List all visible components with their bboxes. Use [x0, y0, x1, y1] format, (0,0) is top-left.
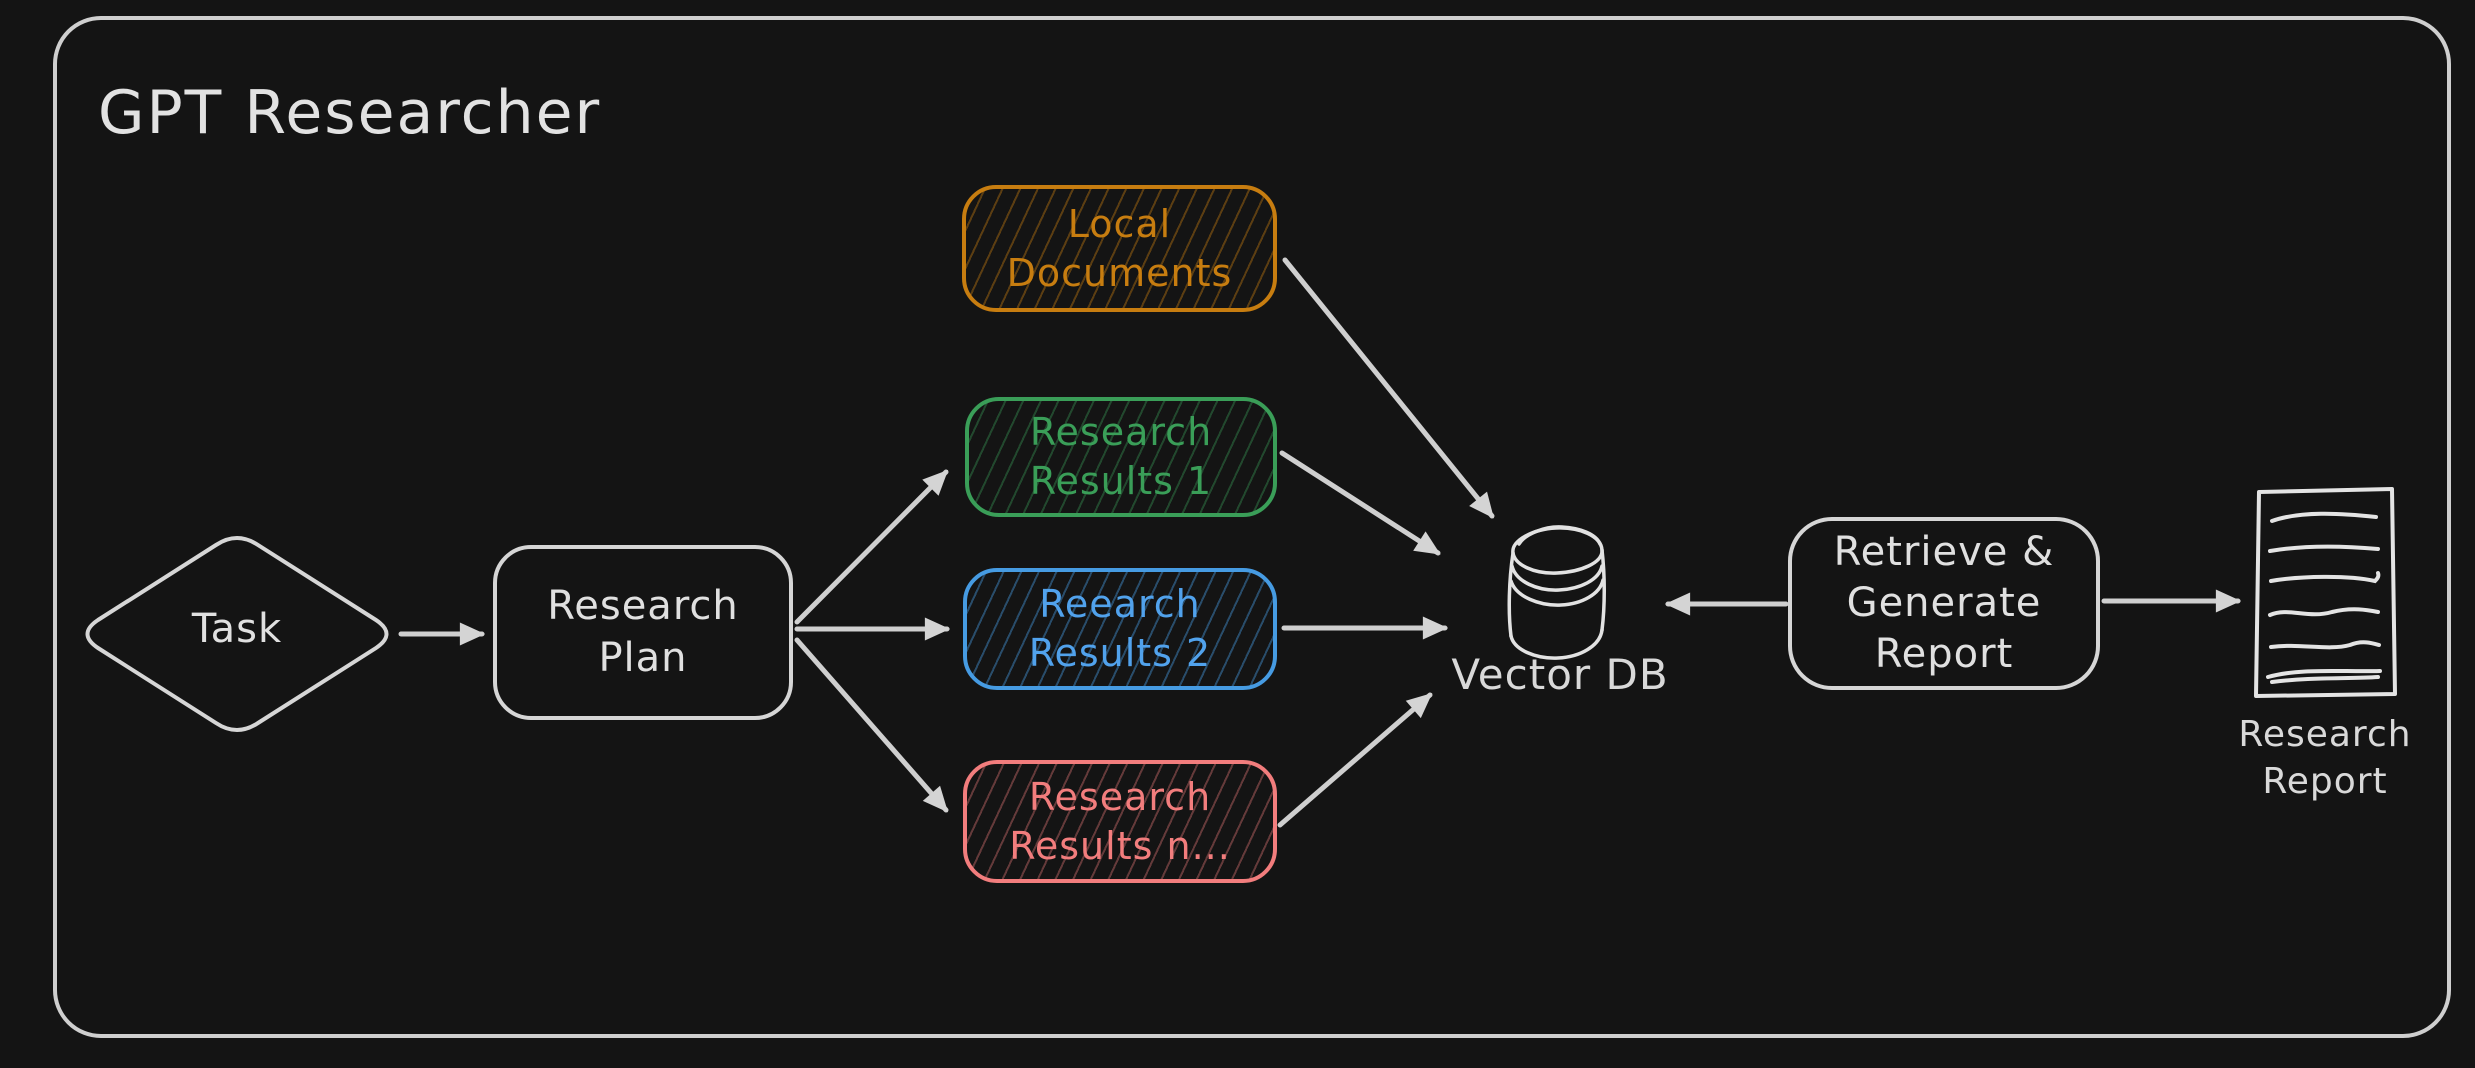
- node-vector-db-label: Vector DB: [1451, 650, 1669, 699]
- node-research-report-label: Research Report: [2238, 714, 2412, 802]
- node-task-label: Task: [191, 606, 283, 652]
- node-research-plan: Research Plan: [493, 545, 793, 720]
- node-retrieve-generate-report: Retrieve & Generate Report: [1788, 517, 2100, 690]
- node-research-results-2-label: Reearch Results 2: [1028, 582, 1212, 675]
- diagram-frame: [53, 16, 2451, 1038]
- node-retrieve-generate-report-label: Retrieve & Generate Report: [1833, 528, 2055, 678]
- diagram-title: GPT Researcher: [98, 78, 602, 148]
- node-research-results-1-label: Research Results 1: [1029, 410, 1213, 503]
- node-local-documents-label: Local Documents: [1006, 201, 1233, 295]
- node-local-documents: Local Documents: [962, 185, 1277, 312]
- node-research-results-n-label: Research Results n...: [1009, 774, 1231, 868]
- node-research-results-2: Reearch Results 2: [963, 568, 1277, 690]
- node-research-results-1: Research Results 1: [965, 397, 1277, 517]
- node-research-plan-label: Research Plan: [547, 583, 739, 681]
- node-research-results-n: Research Results n...: [963, 760, 1277, 883]
